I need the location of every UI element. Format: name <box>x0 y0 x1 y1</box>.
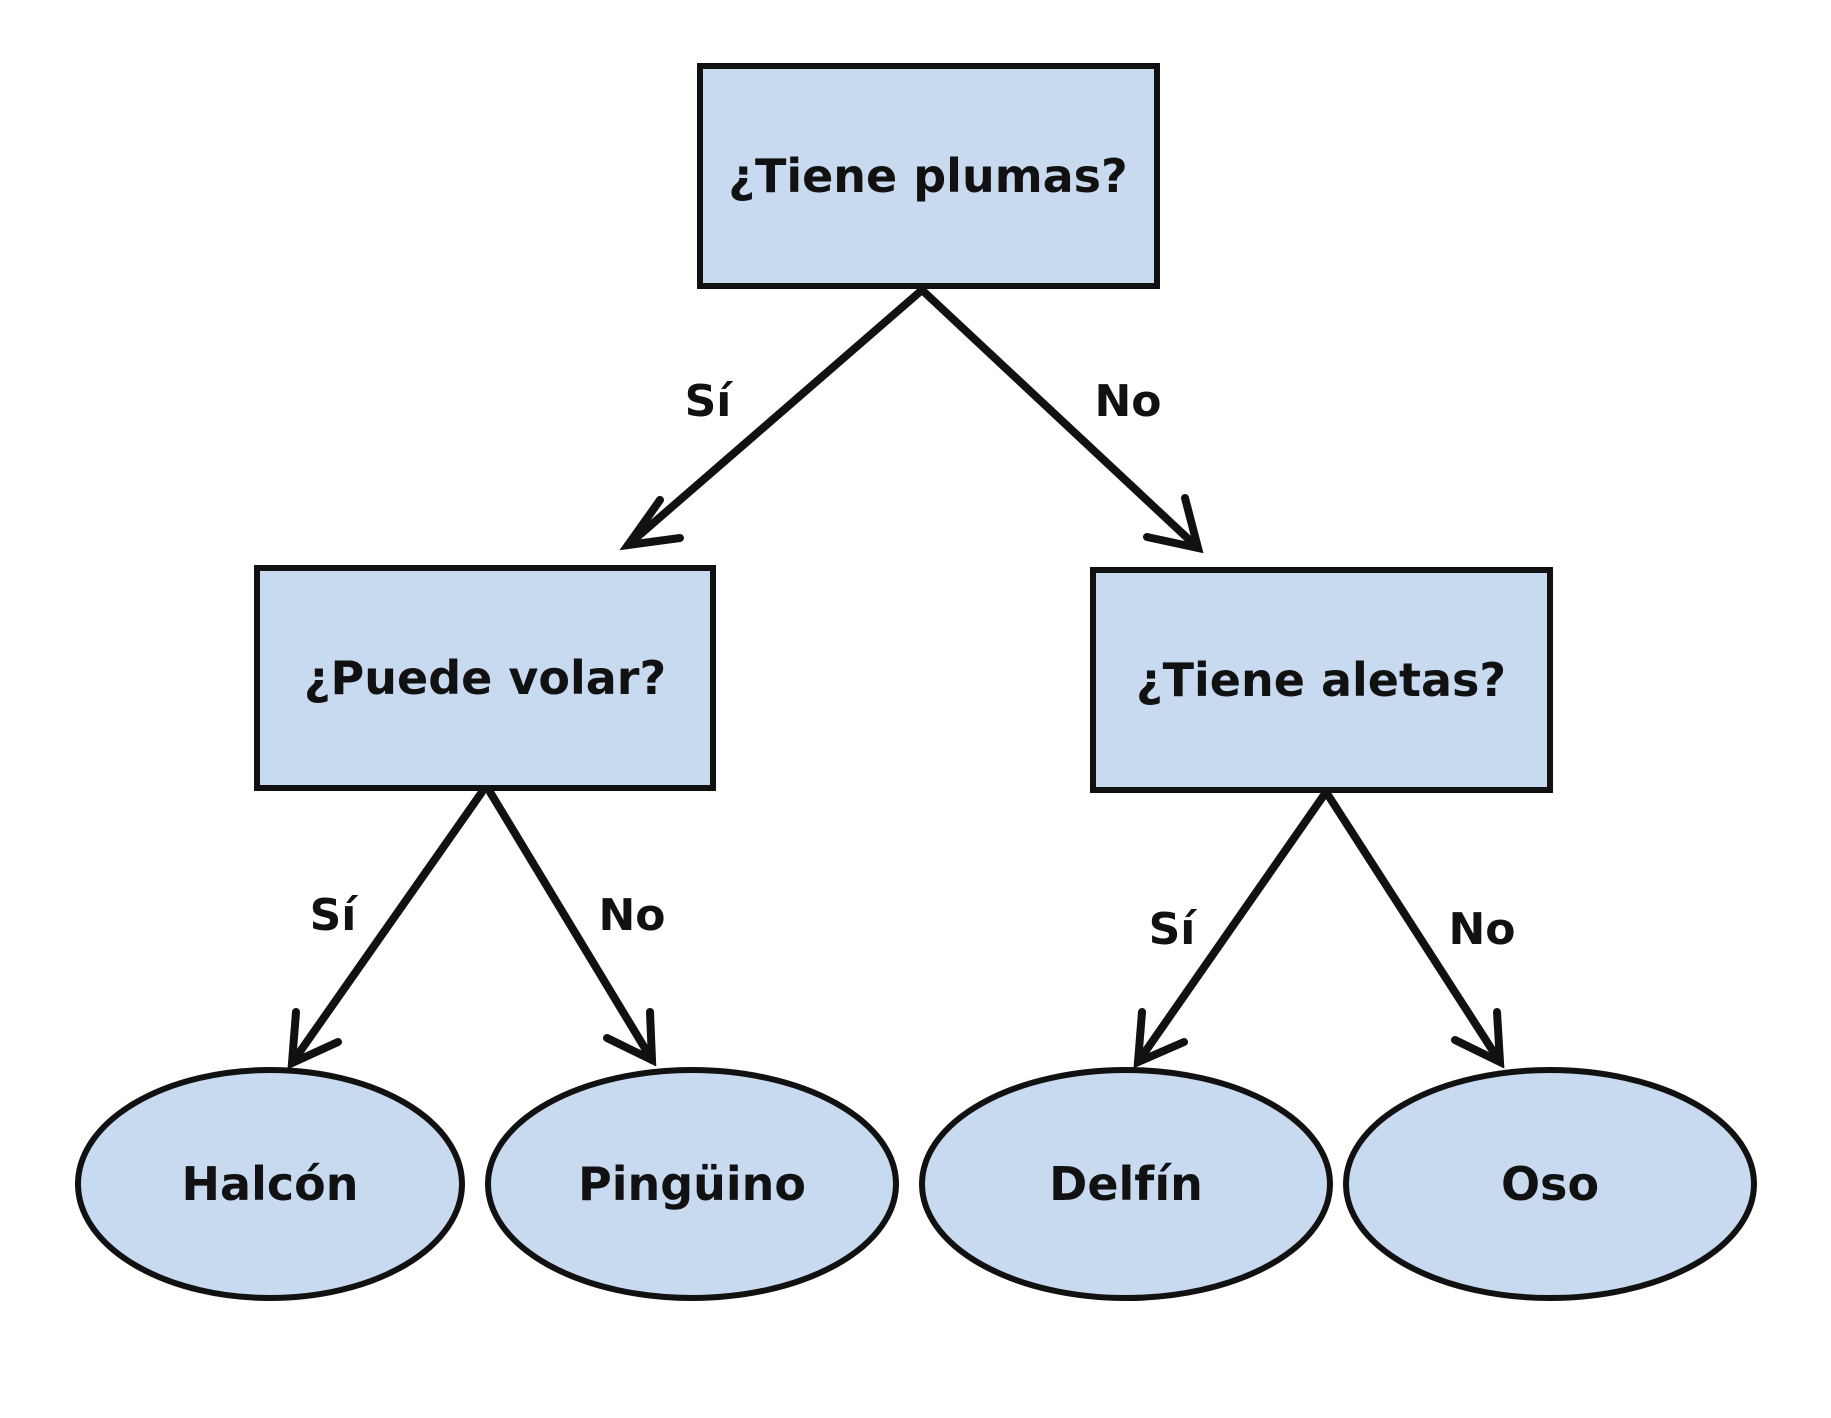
edge-label-root-fins: No <box>1094 376 1161 427</box>
node-label: ¿Tiene plumas? <box>728 149 1127 203</box>
edge-line <box>918 286 1202 552</box>
node-label: Pingüino <box>578 1157 806 1211</box>
node-fly-question: ¿Puede volar? <box>254 565 716 791</box>
edge-line <box>1324 791 1504 1066</box>
node-label: ¿Tiene aletas? <box>1136 653 1506 707</box>
arrowhead-icon <box>1451 1008 1505 1069</box>
node-ellipse <box>919 1067 1333 1301</box>
edge-label-fins-dolphin: Sí <box>1149 904 1199 955</box>
edge-root-to-fins <box>918 286 1204 554</box>
node-fins-question: ¿Tiene aletas? <box>1090 567 1553 793</box>
node-label: Delfín <box>1049 1157 1203 1211</box>
edge-line <box>288 788 486 1067</box>
node-label: Oso <box>1501 1157 1599 1211</box>
arrowhead-icon <box>287 1008 342 1070</box>
edge-root-to-fly <box>619 286 926 551</box>
arrowhead-icon <box>619 496 684 551</box>
edge-line <box>624 286 926 549</box>
node-ellipse <box>1343 1067 1757 1301</box>
edge-fins-to-bear <box>1324 791 1505 1069</box>
arrowhead-icon <box>1143 494 1204 554</box>
edge-label-fly-hawk: Sí <box>310 890 360 941</box>
arrowhead-icon <box>1133 1008 1188 1069</box>
node-leaf-bear: Oso <box>1343 1067 1757 1301</box>
node-box <box>1090 567 1553 793</box>
edge-line <box>1134 791 1328 1066</box>
node-label: ¿Puede volar? <box>304 651 666 705</box>
arrowhead-icon <box>603 1008 657 1067</box>
node-ellipse <box>485 1067 899 1301</box>
node-leaf-dolphin: Delfín <box>919 1067 1333 1301</box>
edge-label-fins-bear: No <box>1448 904 1515 955</box>
edge-line <box>486 788 656 1064</box>
edge-fly-to-hawk <box>287 788 486 1070</box>
node-ellipse <box>75 1067 465 1301</box>
edge-fins-to-dolphin <box>1133 791 1328 1069</box>
edge-label-fly-penguin: No <box>598 890 665 941</box>
node-box <box>254 565 716 791</box>
edge-fly-to-penguin <box>486 788 657 1067</box>
node-root-question: ¿Tiene plumas? <box>697 63 1160 289</box>
node-box <box>697 63 1160 289</box>
node-leaf-hawk: Halcón <box>75 1067 465 1301</box>
node-label: Halcón <box>182 1157 359 1211</box>
edge-label-root-fly: Sí <box>685 376 735 427</box>
node-leaf-penguin: Pingüino <box>485 1067 899 1301</box>
